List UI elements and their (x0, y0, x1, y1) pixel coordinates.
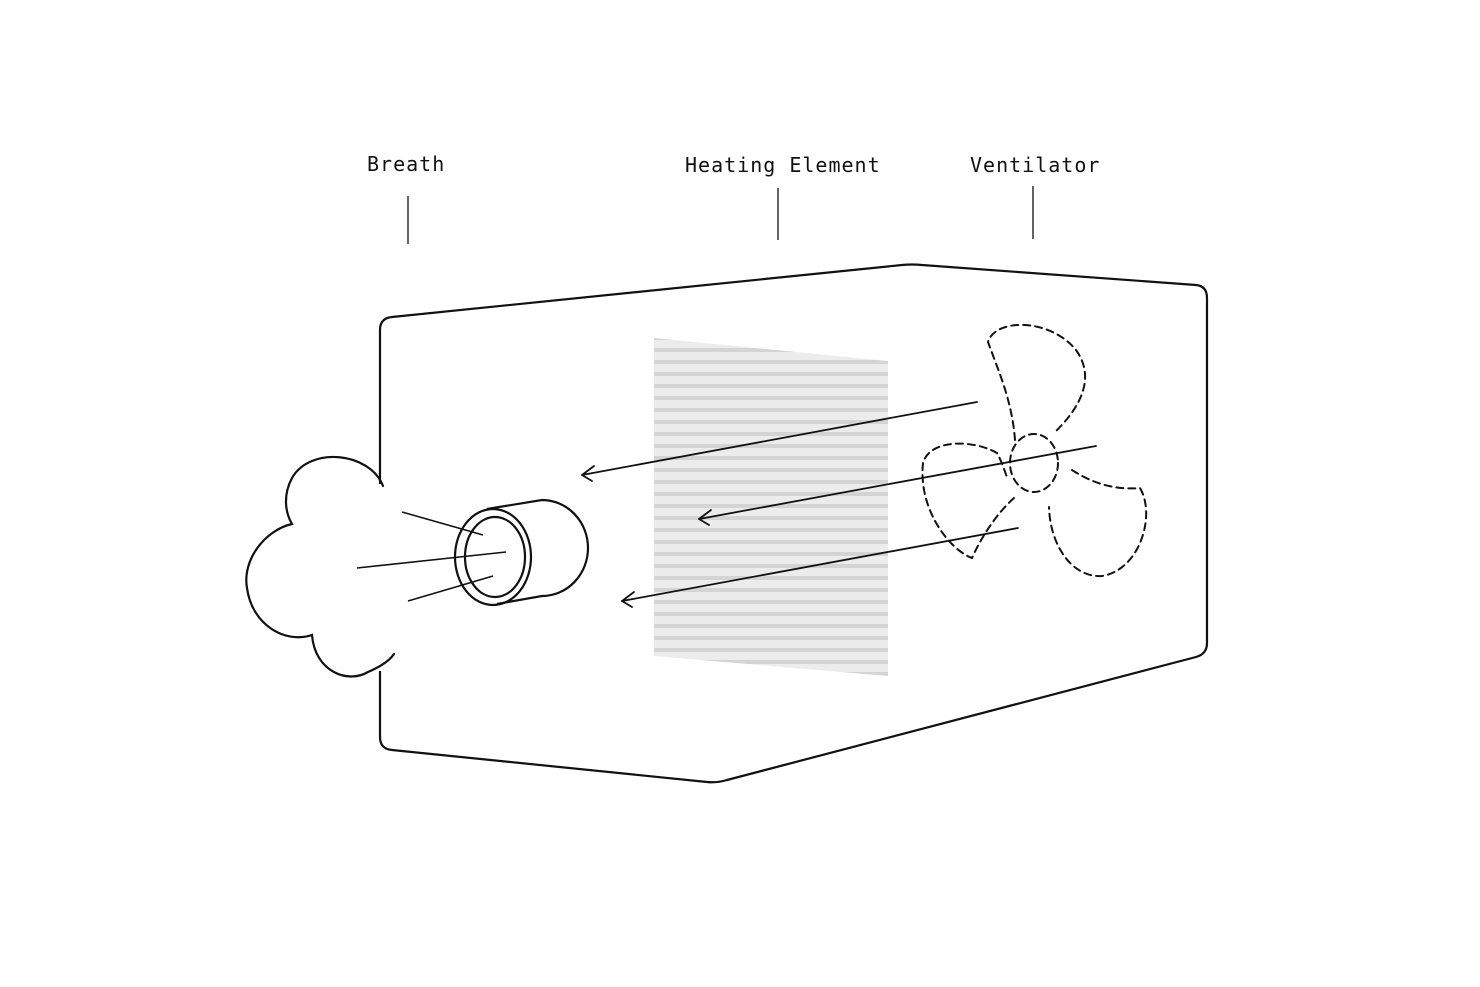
airflow-arrows (581, 401, 1097, 608)
breath-line (407, 575, 494, 602)
heating-element-grid (654, 338, 888, 676)
ventilator-fan-icon (921, 324, 1148, 578)
breath-label: Breath (367, 152, 446, 176)
ventilator-label: Ventilator (970, 153, 1101, 177)
heating-element-label: Heating Element (685, 153, 881, 177)
breath-line (356, 551, 507, 569)
breath-line (401, 511, 484, 536)
nozzle-cylinder-icon (453, 498, 590, 607)
breath-cloud-icon (245, 455, 396, 678)
housing-outline (378, 263, 1209, 784)
